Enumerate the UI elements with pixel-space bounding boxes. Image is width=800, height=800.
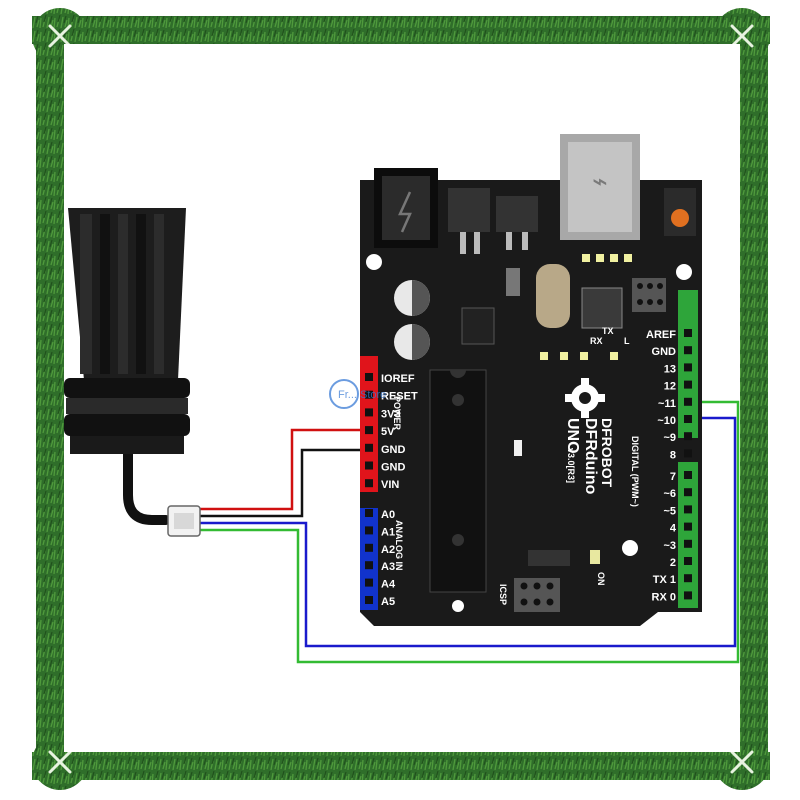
- power-pin-label: GND: [381, 462, 406, 474]
- board-variant: UNO: [564, 418, 581, 454]
- wire-red: [200, 428, 372, 511]
- atmega-chip: [429, 369, 487, 593]
- icsp-header-top: [632, 278, 666, 312]
- digital-pin-label: 8: [670, 449, 676, 461]
- power-pin-labels: IOREF RESET 3V3 5V GND GND VIN: [365, 373, 418, 491]
- dc-jack: [374, 168, 438, 248]
- watermark-text: Fr... Store: [338, 389, 386, 401]
- digital-pin-socket: [684, 415, 692, 423]
- digital-pin-socket: [684, 574, 692, 583]
- digital-pin-label: ~5: [663, 505, 676, 517]
- digital-top-pin-labels: AREF GND 13 12 ~11 ~10 ~9 8: [646, 329, 692, 461]
- power-pin-label: VIN: [381, 479, 399, 491]
- digital-pin-label: 2: [670, 557, 676, 569]
- digital-pin-label: GND: [652, 346, 677, 358]
- reset-button: [671, 209, 689, 227]
- digital-pin-label: 7: [670, 471, 676, 483]
- analog-pin-socket: [365, 596, 373, 604]
- analog-pin-socket: [365, 543, 373, 552]
- digital-pin-socket: [684, 432, 692, 441]
- digital-pin-label: RX 0: [652, 591, 676, 603]
- digital-pin-socket: [684, 471, 692, 479]
- analog-pin-label: A3: [381, 561, 395, 573]
- digital-pin-label: AREF: [646, 329, 676, 341]
- icsp-label: ICSP: [498, 584, 508, 605]
- digital-pin-label: ~3: [663, 540, 676, 552]
- digital-pin-label: 13: [664, 363, 676, 375]
- wires: [200, 400, 740, 664]
- svg-text:⌁: ⌁: [592, 167, 608, 197]
- brand-name: DFROBOT: [599, 418, 615, 488]
- analog-pin-label: A4: [381, 579, 396, 591]
- digital-pin-label: 12: [664, 381, 676, 393]
- power-header-title: POWER: [392, 396, 402, 431]
- icsp-header-bottom: [514, 578, 560, 612]
- digital-header-title: DIGITAL (PWM~): [630, 436, 640, 507]
- power-pin-label: RESET: [381, 391, 418, 403]
- digital-pin-socket: [684, 505, 692, 514]
- power-pin-socket: [365, 479, 373, 488]
- power-pin-label: IOREF: [381, 373, 415, 385]
- l-led-label: L: [624, 336, 630, 346]
- arduino-board: ⌁: [360, 134, 702, 626]
- power-pin-socket: [365, 461, 373, 470]
- wire-green: [200, 400, 740, 664]
- led-indicators: [540, 254, 632, 360]
- analog-pin-label: A1: [381, 526, 395, 538]
- usb-connector: ⌁: [560, 134, 640, 240]
- power-pin-socket: [365, 390, 373, 399]
- analog-pin-label: A2: [381, 544, 395, 556]
- digital-pin-label: ~11: [658, 398, 676, 410]
- tx-led-label: TX: [602, 326, 614, 336]
- digital-pin-label: ~6: [663, 488, 676, 500]
- power-pin-label: GND: [381, 444, 406, 456]
- digital-pin-label: ~9: [663, 432, 676, 444]
- digital-pin-socket: [684, 397, 692, 406]
- digital-pin-socket: [684, 488, 692, 497]
- wire-black: [200, 448, 372, 518]
- digital-bottom-pin-labels: 7 ~6 ~5 4 ~3 2 TX 1 RX 0: [652, 471, 692, 603]
- rx-led-label: RX: [590, 336, 603, 346]
- watermark: Fr... Store: [329, 379, 386, 409]
- wire-blue: [200, 416, 737, 648]
- analog-header: [360, 508, 378, 610]
- analog-pin-label: A5: [381, 596, 395, 608]
- model-name: DFRduino: [582, 418, 599, 495]
- digital-pin-socket: [684, 591, 692, 600]
- power-pin-socket: [365, 426, 373, 435]
- power-pin-label: 5V: [381, 426, 395, 438]
- power-pin-socket: [365, 408, 373, 417]
- analog-pin-socket: [365, 561, 373, 570]
- analog-pin-socket: [365, 509, 373, 517]
- analog-pin-label: A0: [381, 509, 395, 521]
- board-version: v3.0[R3]: [566, 448, 576, 483]
- digital-pin-socket: [684, 557, 692, 565]
- power-pin-socket: [365, 373, 373, 381]
- digital-pin-label: 4: [670, 523, 677, 535]
- digital-pin-socket: [684, 522, 692, 531]
- on-label: ON: [596, 572, 606, 586]
- digital-pin-socket: [684, 346, 692, 355]
- analog-pin-socket: [365, 578, 373, 587]
- sensor-probe: [64, 208, 201, 537]
- digital-pin-socket: [684, 380, 692, 389]
- digital-pin-label: TX 1: [653, 574, 676, 586]
- digital-pin-label: ~10: [657, 415, 676, 427]
- digital-pin-socket: [684, 539, 692, 548]
- brand-logo: [565, 378, 605, 418]
- power-pin-socket: [365, 443, 373, 452]
- power-pin-label: 3V3: [381, 408, 401, 420]
- digital-header-bottom: [678, 462, 698, 608]
- power-header: [360, 356, 378, 492]
- analog-header-title: ANALOG IN: [394, 520, 404, 571]
- digital-pin-socket: [684, 449, 692, 458]
- digital-pin-socket: [684, 329, 692, 337]
- analog-pin-socket: [365, 526, 373, 535]
- digital-pin-socket: [684, 363, 692, 372]
